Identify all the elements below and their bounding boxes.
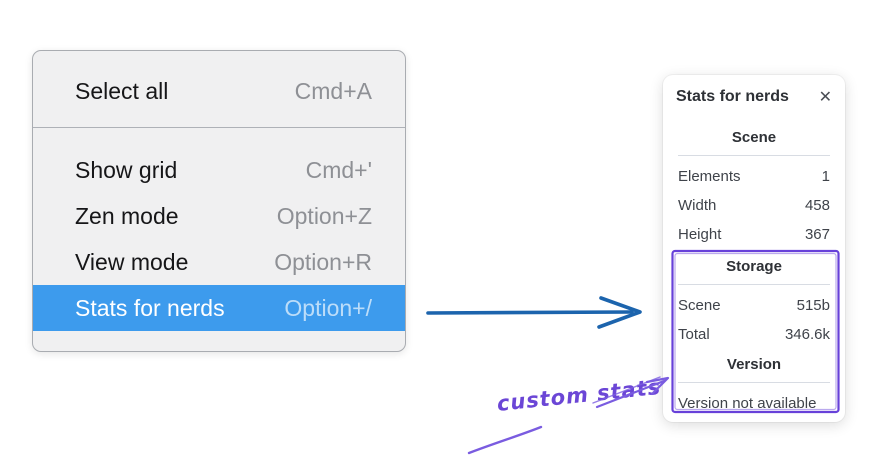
stat-label: Width	[678, 197, 717, 214]
stat-row-width: Width 458	[663, 191, 845, 220]
version-note: Version not available	[678, 395, 817, 412]
menu-item-shortcut: Cmd+A	[294, 78, 372, 104]
stat-label: Total	[678, 326, 710, 343]
scene-rows: Elements 1 Width 458 Height 367	[663, 162, 845, 249]
stat-value: 346.6k	[784, 326, 830, 343]
section-heading-version: Version	[726, 356, 782, 373]
stat-value: 367	[804, 226, 830, 243]
menu-item-label: Zen mode	[75, 203, 179, 229]
menu-item-label: Show grid	[75, 157, 178, 183]
close-icon[interactable]: ✕	[818, 87, 832, 106]
stat-label: Height	[678, 226, 722, 243]
stat-label: Elements	[678, 168, 741, 185]
menu-item-label: Stats for nerds	[75, 295, 225, 321]
stats-panel-header: Stats for nerds ✕	[663, 75, 845, 108]
stats-panel-title: Stats for nerds	[676, 88, 789, 105]
stat-label: Scene	[678, 297, 721, 314]
menu-divider	[33, 127, 405, 128]
menu-item-zen-mode[interactable]: Zen mode Option+Z	[33, 193, 405, 239]
menu-item-view-mode[interactable]: View mode Option+R	[33, 239, 405, 285]
storage-rows: Scene 515b Total 346.6k	[663, 291, 845, 349]
section-divider	[678, 155, 830, 156]
menu-item-shortcut: Option+Z	[276, 203, 372, 229]
flow-arrow-icon	[426, 296, 642, 329]
stat-value: 1	[821, 168, 830, 185]
annotation-label: custom stats	[495, 374, 663, 416]
menu-item-shortcut: Cmd+'	[305, 157, 372, 183]
section-heading-storage: Storage	[726, 258, 782, 275]
menu-item-shortcut: Option+R	[274, 249, 372, 275]
stat-row-height: Height 367	[663, 220, 845, 249]
stats-panel: Stats for nerds ✕ Scene Elements 1 Width…	[663, 75, 845, 422]
menu-item-select-all[interactable]: Select all Cmd+A	[33, 68, 405, 114]
stat-row-elements: Elements 1	[663, 162, 845, 191]
section-heading-scene: Scene	[731, 129, 777, 146]
menu-item-stats-for-nerds[interactable]: Stats for nerds Option+/	[33, 285, 405, 331]
stat-value: 458	[804, 197, 830, 214]
stat-value: 515b	[796, 297, 830, 314]
context-menu: Select all Cmd+A Show grid Cmd+' Zen mod…	[32, 50, 406, 352]
section-divider	[678, 284, 830, 285]
menu-item-shortcut: Option+/	[284, 295, 372, 321]
stat-row-scene-storage: Scene 515b	[663, 291, 845, 320]
section-divider	[678, 382, 830, 383]
menu-item-label: View mode	[75, 249, 189, 275]
stat-row-total-storage: Total 346.6k	[663, 320, 845, 349]
menu-item-show-grid[interactable]: Show grid Cmd+'	[33, 147, 405, 193]
menu-item-label: Select all	[75, 78, 169, 104]
